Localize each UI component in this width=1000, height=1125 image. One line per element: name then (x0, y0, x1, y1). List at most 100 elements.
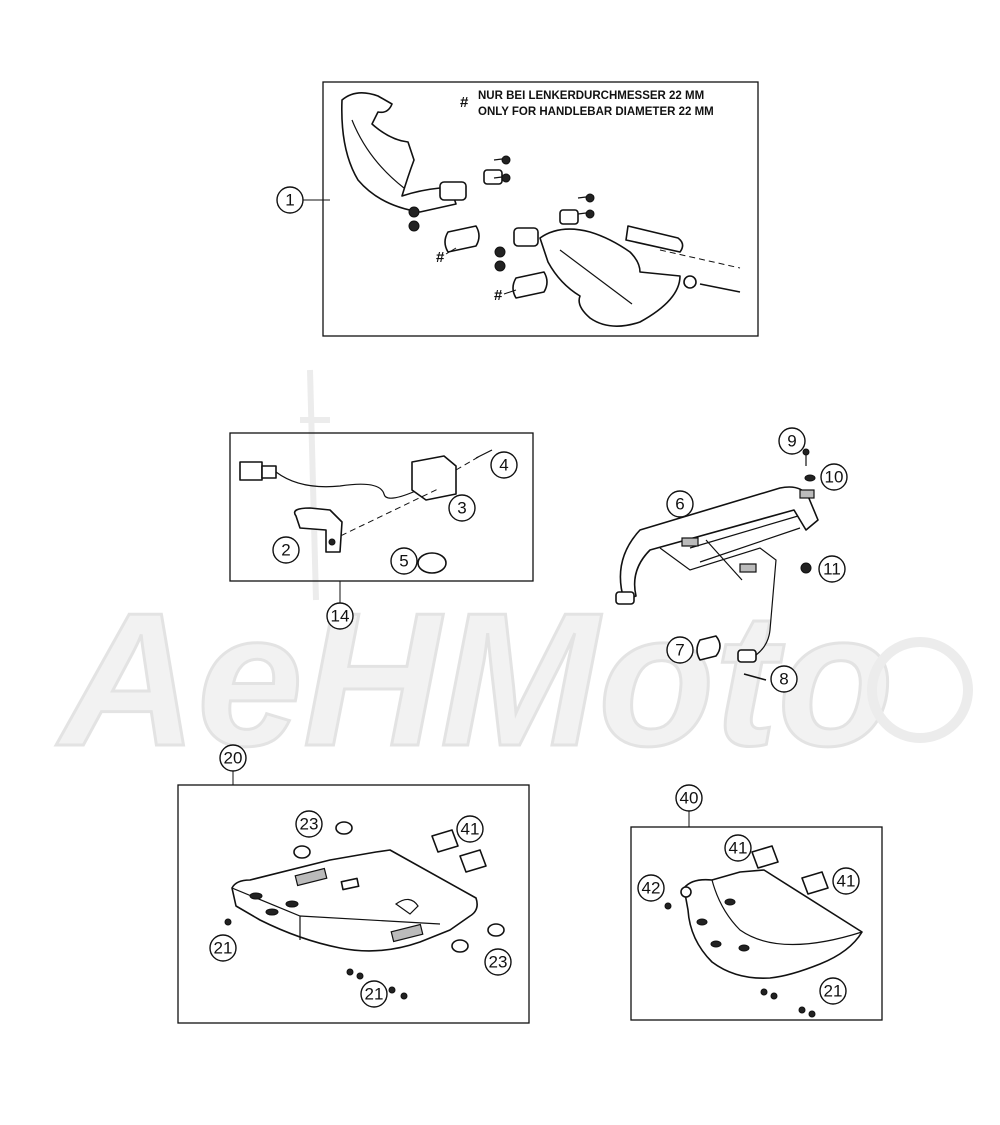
callout-8[interactable]: 8 (770, 665, 798, 693)
frame-handguards (322, 81, 759, 337)
frame-sensor-kit (229, 432, 534, 582)
rack-pad-3 (799, 489, 815, 499)
svg-text:5: 5 (399, 552, 408, 571)
left-spacer-marker: # (436, 249, 445, 266)
callout-2[interactable]: 2 (272, 536, 300, 564)
rack-screw (743, 673, 767, 681)
skid-screws (224, 918, 408, 1000)
right-clamp (513, 227, 539, 247)
guard-bracket-2 (801, 871, 829, 895)
callout-41b[interactable]: 41 (724, 834, 752, 862)
callout-21b[interactable]: 21 (360, 980, 388, 1008)
note-marker: # (460, 94, 469, 111)
rack-pad-2 (739, 563, 757, 573)
skid-logo-side (294, 867, 328, 887)
skid-plate (231, 849, 478, 952)
watermark-tower-icon (300, 369, 330, 601)
sensor-housing (411, 455, 457, 501)
svg-text:9: 9 (787, 432, 796, 451)
group-luggage-rack: 9 10 6 11 7 8 (615, 427, 848, 693)
skid-rubber-1 (335, 821, 353, 835)
skid-logo-front (390, 923, 424, 943)
left-clamp (439, 181, 467, 201)
svg-text:41: 41 (461, 820, 480, 839)
engine-guard (683, 869, 863, 979)
skid-bracket-2 (459, 849, 487, 873)
callout-41a[interactable]: 41 (456, 815, 484, 843)
callout-7[interactable]: 7 (666, 636, 694, 664)
callout-23b[interactable]: 23 (484, 948, 512, 976)
svg-text:41: 41 (837, 872, 856, 891)
svg-text:6: 6 (675, 495, 684, 514)
guard-screws-bottom (760, 988, 816, 1018)
callout-5[interactable]: 5 (390, 547, 418, 575)
right-handguard (539, 228, 681, 327)
callout-23a[interactable]: 23 (295, 810, 323, 838)
rack-bushing (696, 635, 721, 661)
callout-6[interactable]: 6 (666, 490, 694, 518)
callout-41c[interactable]: 41 (832, 867, 860, 895)
callout-10[interactable]: 10 (820, 463, 848, 491)
left-nut-1 (408, 206, 420, 218)
right-spacer-marker: # (494, 287, 503, 304)
watermark-text: AeHMoto (56, 574, 894, 786)
svg-text:8: 8 (779, 670, 788, 689)
svg-text:14: 14 (331, 607, 350, 626)
right-clamp-top (559, 209, 579, 225)
watermark: AeHMoto (55, 369, 973, 788)
rack-pad-1 (681, 537, 699, 547)
skid-rubber-2 (293, 845, 311, 859)
rack-foot-left (615, 591, 635, 605)
group-sensor-kit: 4 3 2 5 14 (229, 432, 534, 630)
callout-40[interactable]: 40 (675, 784, 703, 812)
svg-text:7: 7 (675, 641, 684, 660)
svg-text:1: 1 (285, 191, 294, 210)
skid-rubber-3 (451, 939, 469, 953)
callout-3[interactable]: 3 (448, 494, 476, 522)
sensor-magnet (417, 552, 447, 574)
callout-20[interactable]: 20 (219, 744, 247, 772)
left-spacer (444, 225, 480, 253)
sensor-screw (475, 449, 493, 459)
washer (683, 275, 697, 289)
callout-42[interactable]: 42 (637, 874, 665, 902)
svg-text:2: 2 (281, 541, 290, 560)
left-handguard (341, 92, 457, 213)
right-spacer (512, 271, 548, 299)
svg-text:4: 4 (499, 456, 508, 475)
svg-text:23: 23 (300, 815, 319, 834)
guard-bracket-1 (751, 845, 779, 869)
svg-text:3: 3 (457, 499, 466, 518)
rack-nut (800, 562, 812, 574)
svg-text:20: 20 (224, 749, 243, 768)
svg-text:11: 11 (823, 560, 841, 579)
svg-text:40: 40 (680, 789, 699, 808)
rack-washer (804, 474, 816, 482)
callout-14[interactable]: 14 (326, 602, 354, 630)
svg-text:23: 23 (489, 953, 508, 972)
callout-1[interactable]: 1 (276, 186, 304, 214)
skid-bracket-1 (431, 829, 459, 853)
callout-21a[interactable]: 21 (209, 934, 237, 962)
long-bolt (699, 283, 741, 293)
group-handguards: # NUR BEI LENKERDURCHMESSER 22 MM ONLY F… (276, 81, 759, 337)
handlebar-end (625, 225, 684, 253)
watermark-wheel-icon (867, 637, 973, 743)
sensor-connector (239, 461, 263, 481)
group-skid-plate: 20 23 41 21 23 21 (177, 744, 530, 1024)
frame-engine-guard (630, 826, 883, 1021)
note-line-en: ONLY FOR HANDLEBAR DIAMETER 22 MM (478, 106, 714, 118)
callout-9[interactable]: 9 (778, 427, 806, 455)
rack-foot-right (737, 649, 757, 663)
sensor-cable (275, 471, 419, 499)
svg-text:21: 21 (824, 982, 843, 1001)
callout-4[interactable]: 4 (490, 451, 518, 479)
right-nut-2 (494, 260, 506, 272)
svg-text:41: 41 (729, 839, 748, 858)
callout-21c[interactable]: 21 (819, 977, 847, 1005)
skid-rubber-4 (487, 923, 505, 937)
callout-11[interactable]: 11 (818, 555, 846, 583)
frame-skid-plate (177, 784, 530, 1024)
svg-text:21: 21 (214, 939, 233, 958)
